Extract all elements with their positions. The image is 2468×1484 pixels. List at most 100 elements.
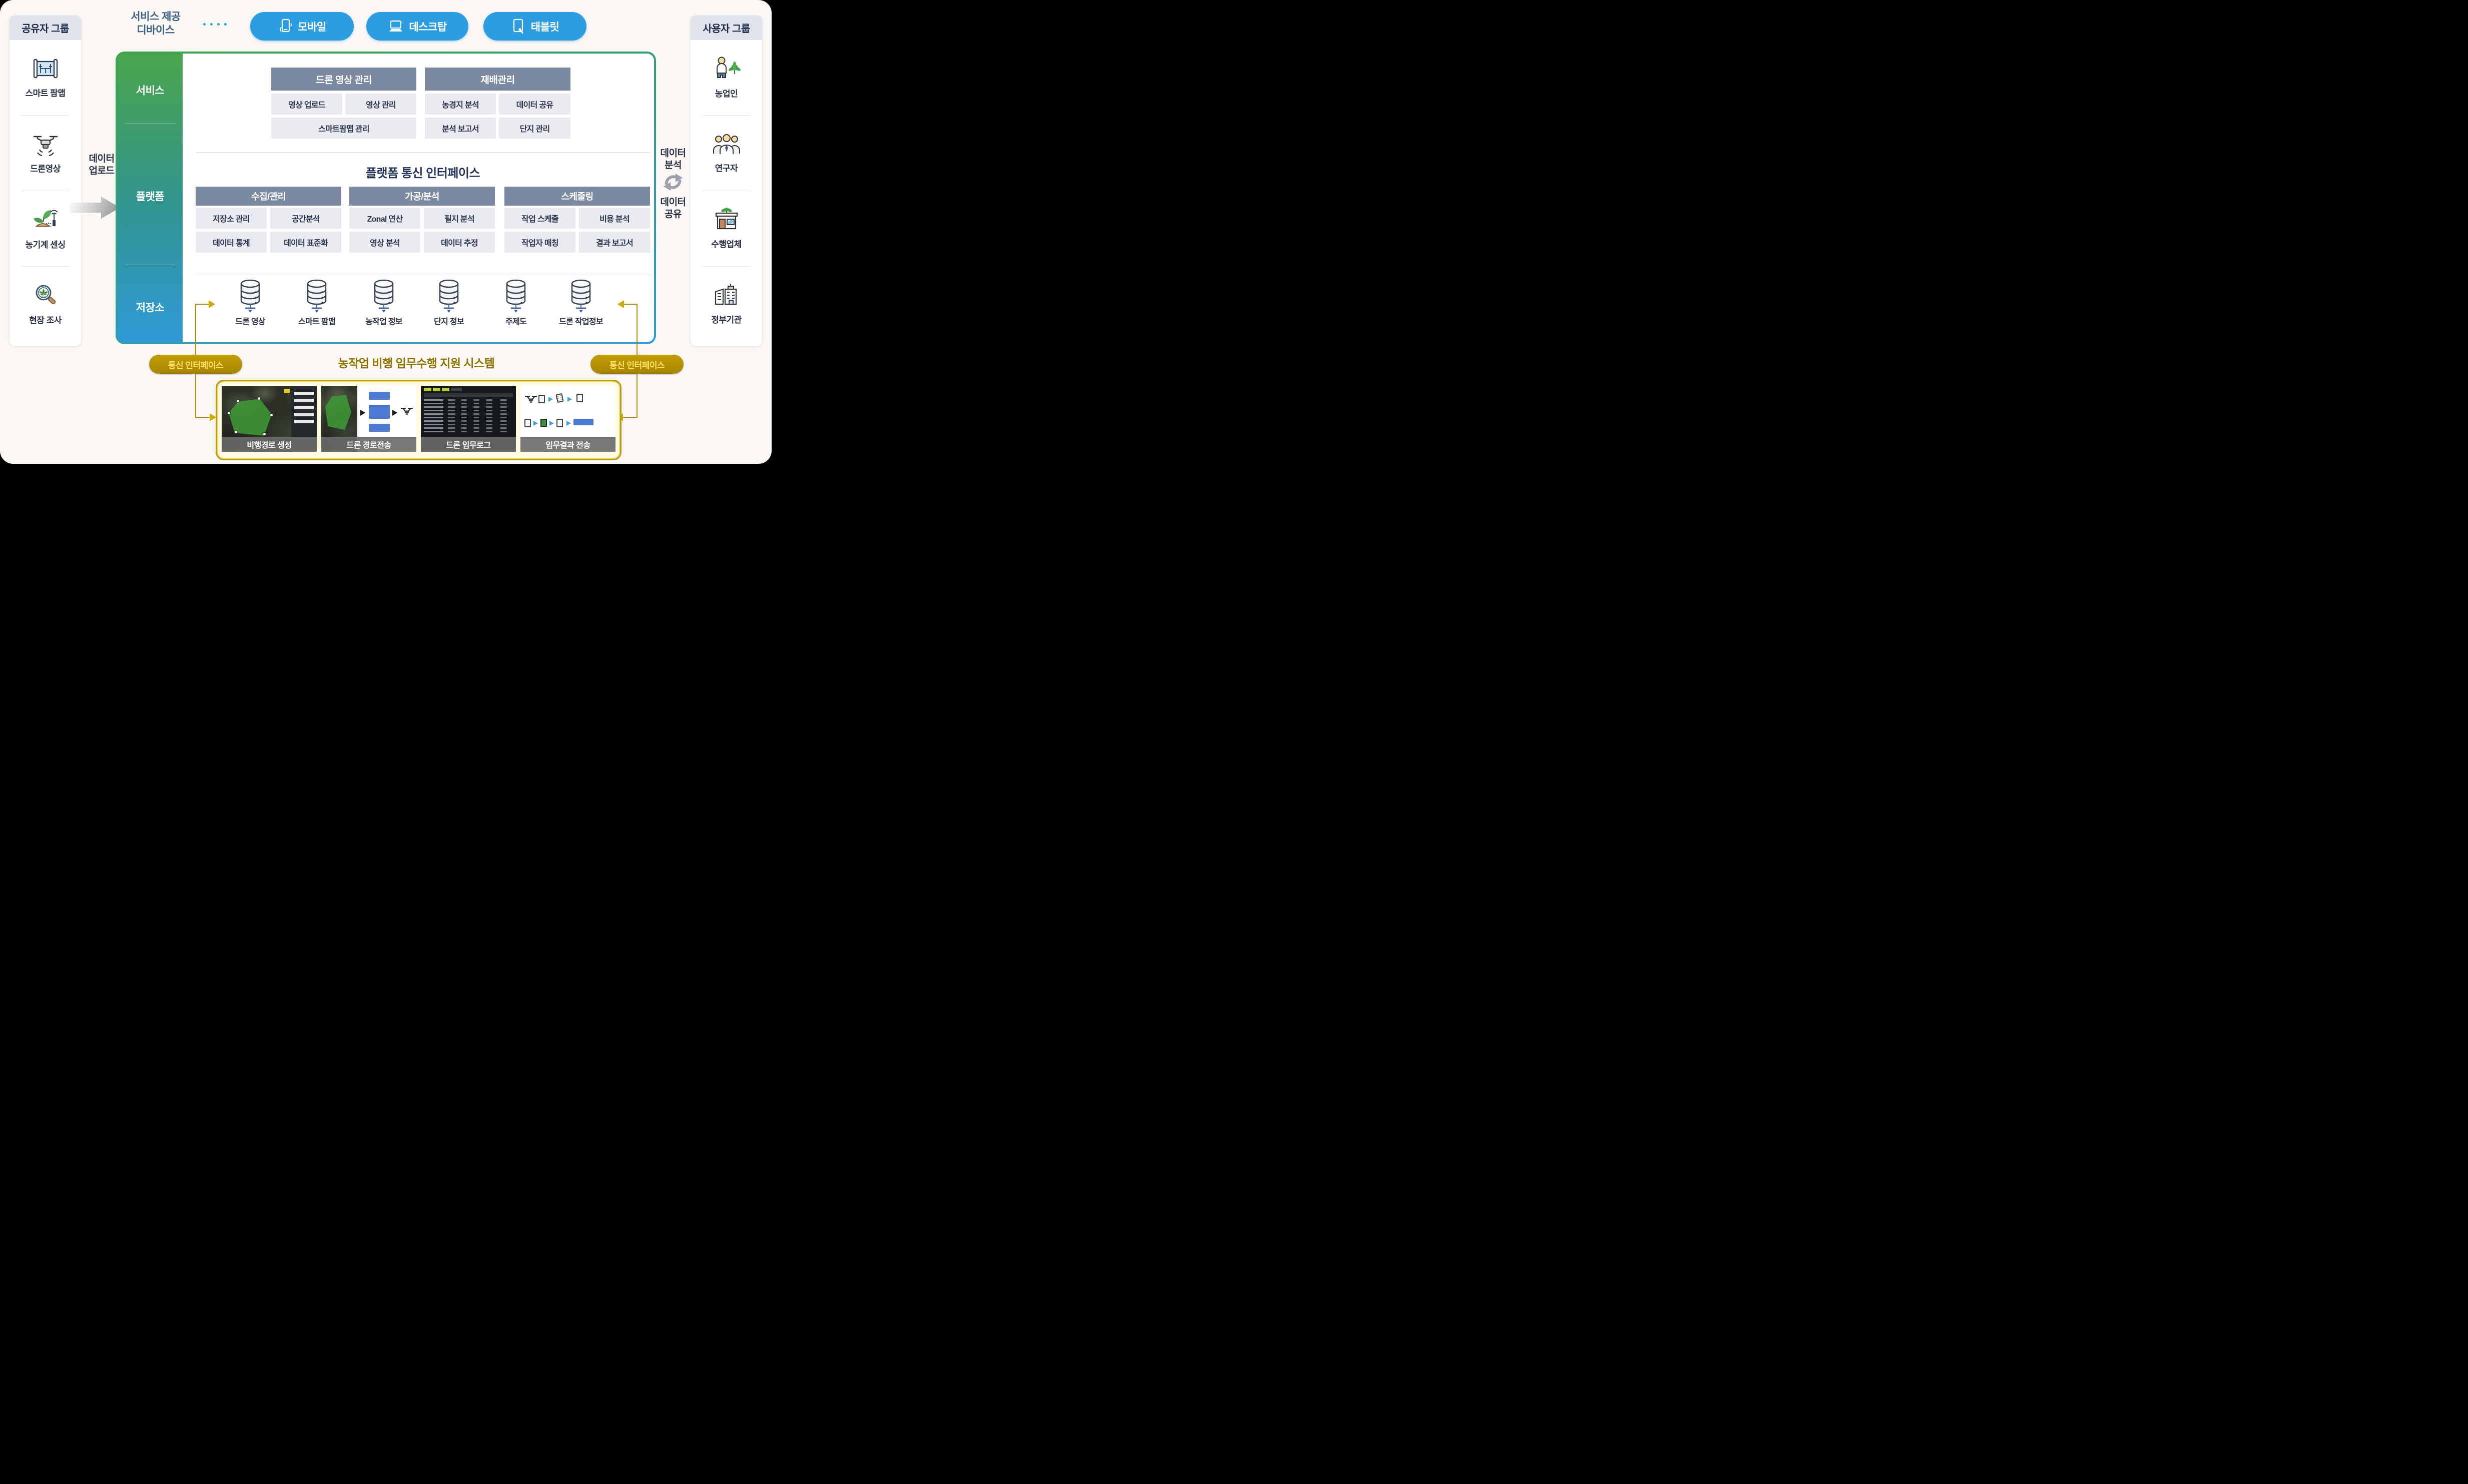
user-item-label: 농업인 [715,89,738,99]
sharer-item-machine-sensing: 농기계 센싱 [10,191,81,266]
module-cell: Zonal 연산 [349,208,420,229]
database-icon [439,279,459,314]
send-button-block [573,419,593,425]
module-header-collect: 수집/관리 [196,187,341,206]
service-cell: 분석 보고서 [425,118,496,139]
storage-smart-farmmap: 스마트 팜맵 [284,278,349,327]
interface-title: 플랫폼 통신 인터페이스 [365,167,480,180]
screen-caption: 비행경로 생성 [222,437,317,452]
rail-platform-label: 플랫폼 [136,191,165,203]
module-cell: 저장소 관리 [196,208,267,229]
sharer-item-label: 드론영상 [30,164,61,174]
storage-label: 스마트 팜맵 [298,318,336,326]
module-cell: 공간분석 [270,208,341,229]
divider [702,266,751,267]
screen-path-transmission: 드론 경로전송 [321,386,416,452]
storage-thematic-map: 주제도 [483,278,548,327]
rail-service-label: 서비스 [136,85,165,97]
service-cell: 농경지 분석 [425,94,496,115]
drone-glyph [524,394,537,404]
storage-drone-video: 드론 영상 [218,278,283,327]
divider [21,115,70,116]
divider [702,115,751,116]
module-cell: 작업자 매칭 [504,232,575,253]
tablet-button: 태블릿 [483,12,586,41]
user-item-label: 연구자 [715,164,738,173]
storage-farmwork-info: 농작업 정보 [351,278,416,327]
comm-interface-badge-left: 통신 인터페이스 [149,355,242,374]
module-cell: 필지 분석 [424,208,495,229]
process-block [369,405,390,419]
cultivation-mgmt-header: 재배관리 [425,68,570,91]
mobile-icon [278,19,293,35]
service-cell: 영상 관리 [345,94,416,115]
sharer-group-panel: 공유자 그룹 스마트 팜맵 [9,15,82,347]
storage-label: 드론 영상 [235,318,266,326]
database-icon [240,279,260,314]
module-cell: 데이터 통계 [196,232,267,253]
module-cell: 데이터 추정 [424,232,495,253]
flow-arrow [548,397,553,402]
drone-video-mgmt-header: 드론 영상 관리 [271,68,416,91]
storage-drone-work-info: 드론 작업정보 [548,278,613,327]
mobile-button: 모바일 [250,12,354,41]
storage-label: 드론 작업정보 [559,318,603,326]
process-block [369,392,390,400]
comm-line-right-bottom [623,417,638,418]
user-group-panel: 사용자 그룹 농업인 [690,15,763,347]
screen-caption: 임무결과 전송 [520,437,615,452]
comm-interface-badge-right: 통신 인터페이스 [590,355,684,374]
sync-icon [663,171,684,193]
platform-box-inner: 서비스 플랫폼 저장소 드론 영상 관리 재배관리 영상 업로드 영상 관리 스… [118,54,654,342]
user-item-company: 수행업체 [691,191,762,266]
database-icon [506,279,526,314]
data-analysis-label: 데이터 분석 [660,148,686,171]
comm-line-left-bottom [195,417,210,418]
sharer-item-farm-map: 스마트 팜맵 [10,40,81,115]
diagram-canvas: 공유자 그룹 스마트 팜맵 [0,0,772,464]
service-cell: 데이터 공유 [499,94,570,115]
user-item-label: 수행업체 [711,240,742,249]
field-survey-icon [33,283,59,309]
sharer-group-title: 공유자 그룹 [10,16,81,40]
database-icon [374,279,394,314]
field-polygon [325,395,351,430]
data-upload-label: 데이터 업로드 [89,154,115,176]
dotted-connector [203,23,233,26]
process-block [369,424,390,432]
government-icon [712,283,741,308]
flow-arrow [549,421,554,426]
screen-flight-path-creation: 비행경로 생성 [222,386,317,452]
user-group-title: 사용자 그룹 [691,16,762,40]
user-item-researchers: 연구자 [691,116,762,191]
sharer-item-label: 농기계 센싱 [25,240,66,250]
flow-arrow [392,410,397,416]
farmer-icon [712,56,741,82]
service-cell: 영상 업로드 [271,94,342,115]
ndvi-image [540,419,547,427]
flow-arrow [567,397,572,402]
researchers-icon [712,133,741,157]
user-item-farmer: 농업인 [691,40,762,115]
module-cell: 비용 분석 [579,208,650,229]
comm-arrow-left-bottom [210,413,216,421]
mobile-button-label: 모바일 [298,21,326,33]
rail-storage-label: 저장소 [136,302,165,314]
desktop-icon [388,20,404,34]
tablet-icon [511,19,526,35]
comm-arrow-right-top [618,300,624,308]
module-cell: 작업 스케줄 [504,208,575,229]
map-button [284,389,290,393]
farm-map-icon [32,57,59,82]
storage-complex-info: 단지 정보 [416,278,481,327]
comm-line-right-top [624,304,638,305]
screen-mission-log: 드론 임무로그 [421,386,516,452]
module-header-process: 가공/분석 [349,187,495,206]
screen-caption: 드론 임무로그 [421,437,516,452]
system-title: 농작업 비행 임무수행 지원 시스템 [338,357,495,370]
storage-label: 농작업 정보 [365,318,403,326]
flow-arrow [533,421,538,426]
flow-arrow [566,421,571,426]
drone-glyph [400,406,413,416]
service-cell: 스마트팜맵 관리 [271,118,416,139]
